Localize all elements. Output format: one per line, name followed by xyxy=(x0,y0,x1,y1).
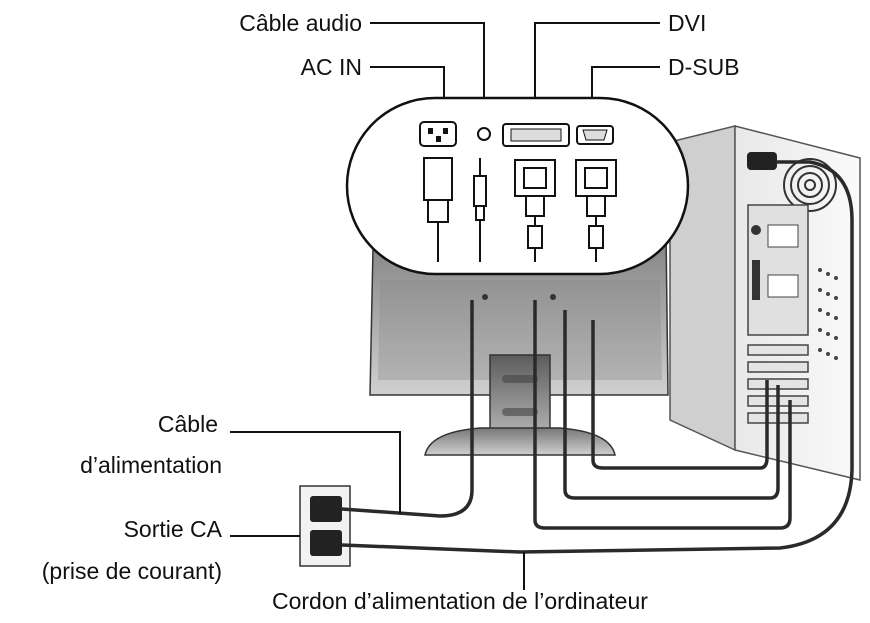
leader-dsub xyxy=(591,66,660,98)
leader-lines xyxy=(230,22,660,590)
ac-plug xyxy=(423,157,453,262)
computer-tower xyxy=(669,125,861,481)
audio-port xyxy=(477,127,491,141)
audio-jack xyxy=(751,225,761,235)
label-outlet-line2: (prise de courant) xyxy=(41,558,222,584)
label-computer-power-cord: Cordon d’alimentation de l’ordinateur xyxy=(272,588,648,614)
dvi-plug xyxy=(514,159,556,262)
audio-plug xyxy=(473,158,487,262)
cables xyxy=(341,160,854,554)
outlet-socket xyxy=(310,530,342,556)
io-port xyxy=(752,260,760,300)
computer-power-cable xyxy=(341,160,854,554)
label-power-cable-line2: d’alimentation xyxy=(80,452,222,478)
monitor-power-cable xyxy=(341,300,474,518)
label-dvi: DVI xyxy=(668,10,707,36)
dsub-plug xyxy=(575,159,617,262)
leader-power-cable xyxy=(230,431,401,514)
dvi-signal-cable xyxy=(533,300,792,530)
label-audio-cable: Câble audio xyxy=(239,10,362,36)
screw xyxy=(482,294,488,300)
pc-power-inlet xyxy=(747,152,777,170)
audio-cable-run xyxy=(591,320,769,470)
fan-grille xyxy=(783,158,837,212)
label-dsub: D-SUB xyxy=(668,54,740,80)
io-port xyxy=(767,274,799,298)
label-power-cable-line1: Câble xyxy=(157,411,218,437)
ac-in-port xyxy=(419,121,457,147)
stand-neck xyxy=(489,354,551,441)
wall-outlet xyxy=(299,485,351,567)
screw xyxy=(550,294,556,300)
stand-base xyxy=(424,427,616,456)
connector-panel xyxy=(345,96,690,276)
leader-dvi xyxy=(534,22,660,98)
leader-ac-in xyxy=(370,66,445,98)
vent-holes xyxy=(818,268,838,360)
outlet-socket xyxy=(310,496,342,522)
label-ac-in: AC IN xyxy=(300,54,362,80)
leader-audio xyxy=(370,22,485,98)
label-outlet-line1: Sortie CA xyxy=(123,516,222,542)
io-port xyxy=(767,224,799,248)
dsub-signal-cable xyxy=(563,310,780,500)
